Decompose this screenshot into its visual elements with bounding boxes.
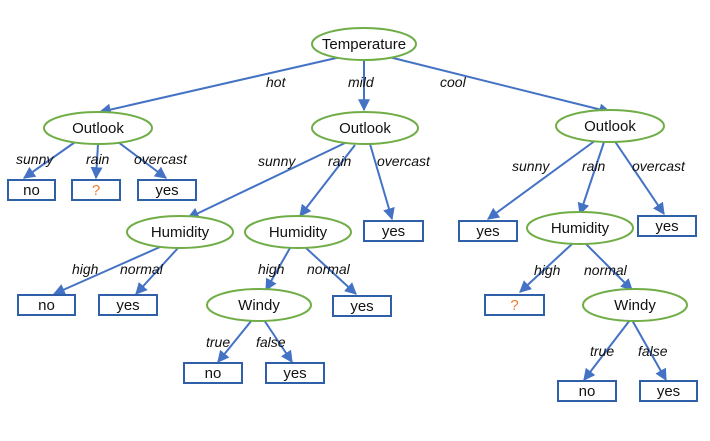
node-temperature: Temperature [311,27,417,61]
node-temperature-label: Temperature [322,36,406,53]
edge-cool-sunny [487,139,597,220]
edge-cool-overcast [613,139,665,215]
edge-label-hot-sunny: sunny [16,151,54,167]
leaf-mild-rain-normal-label: yes [350,298,373,315]
edge-label-cool-overcast: overcast [632,158,686,174]
edge-cool-windy-true [583,319,631,381]
node-outlook-cool-label: Outlook [584,118,636,135]
leaf-mild-windy-false: yes [265,362,325,384]
node-humidity-cool: Humidity [526,211,634,245]
node-windy-mild: Windy [206,288,312,322]
node-humidity-mild-rain: Humidity [244,215,352,249]
leaf-mild-sunny-high-label: no [38,297,55,314]
edge-label-cool: cool [440,74,467,90]
leaf-cool-windy-false: yes [639,380,698,402]
leaf-mild-overcast-label: yes [382,223,405,240]
edge-label-mild-rain-high: high [258,261,285,277]
edge-cool-windy-false [631,319,667,382]
leaf-hot-sunny-label: no [23,182,40,199]
edge-hot-sunny [23,139,79,179]
edge-mild-rain-high [265,247,291,292]
edge-label-cool-windy-false: false [638,343,668,359]
leaf-hot-rain: ? [71,179,121,201]
edge-cool-rain [577,141,605,216]
edge-label-mild-overcast: overcast [377,153,431,169]
leaf-mild-rain-normal: yes [332,295,392,317]
node-windy-mild-label: Windy [238,297,280,314]
node-outlook-cool: Outlook [555,109,665,143]
leaf-mild-sunny-normal: yes [98,294,158,316]
edge-mild-sunny [186,142,346,219]
node-outlook-mild-label: Outlook [339,120,391,137]
node-humidity-mild-sunny-label: Humidity [151,224,210,241]
edge-label-mild-sunny-high: high [72,261,99,277]
edge-label-mild-windy-false: false [256,334,286,350]
leaf-hot-overcast: yes [137,179,197,201]
leaves: no ? yes yes no yes yes no [7,179,698,402]
edge-label-mild: mild [348,74,375,90]
leaf-cool-sunny-label: yes [476,223,499,240]
edge-label-hot-rain: rain [86,151,110,167]
leaf-cool-windy-true-label: no [579,383,596,400]
node-windy-cool: Windy [582,288,688,322]
edge-label-mild-sunny-normal: normal [120,261,164,277]
node-humidity-mild-rain-label: Humidity [269,224,328,241]
node-windy-cool-label: Windy [614,297,656,314]
leaf-cool-sunny: yes [458,220,518,242]
edge-label-cool-normal: normal [584,262,628,278]
edge-cool-normal [585,243,633,291]
edge-label-mild-rain-normal: normal [307,261,351,277]
leaf-mild-sunny-high: no [17,294,76,316]
edge-label-mild-sunny: sunny [258,153,296,169]
node-outlook-hot: Outlook [43,111,153,145]
edge-label-cool-rain: rain [582,158,606,174]
edge-label-cool-windy-true: true [590,343,614,359]
edge-root-hot [98,55,346,116]
edge-label-mild-rain: rain [328,153,352,169]
edge-mild-overcast [369,143,395,221]
edge-label-cool-high: high [534,262,561,278]
edge-mild-windy-true [217,319,253,363]
edge-labels: hot mild cool sunny rain overcast sunny … [16,74,686,359]
leaf-cool-overcast-label: yes [655,218,678,235]
leaf-hot-rain-label: ? [92,182,100,199]
leaf-mild-overcast: yes [363,220,424,242]
edge-label-hot: hot [266,74,287,90]
edge-mild-rain [299,144,356,217]
edge-cool-high [519,243,573,293]
edge-mild-sunny-normal [135,247,179,295]
node-outlook-mild: Outlook [311,111,419,145]
node-outlook-hot-label: Outlook [72,120,124,137]
leaf-cool-windy-true: no [557,380,617,402]
edge-mild-windy-false [263,319,293,363]
node-humidity-cool-label: Humidity [551,220,610,237]
leaf-mild-windy-false-label: yes [283,365,306,382]
leaf-hot-sunny: no [7,179,56,201]
edge-label-hot-overcast: overcast [134,151,188,167]
edge-mild-rain-normal [305,247,357,295]
leaf-cool-windy-false-label: yes [657,383,680,400]
leaf-cool-overcast: yes [637,215,697,237]
leaf-hot-overcast-label: yes [155,182,178,199]
edge-hot-rain [90,143,103,180]
edges [23,55,667,382]
edge-label-mild-windy-true: true [206,334,230,350]
leaf-mild-windy-true-label: no [205,365,222,382]
leaf-mild-sunny-normal-label: yes [116,297,139,314]
edge-mild-sunny-high [52,246,161,296]
edge-root-cool [384,55,612,116]
leaf-mild-windy-true: no [183,362,243,384]
edge-hot-overcast [117,141,167,179]
edge-label-cool-sunny: sunny [512,158,550,174]
leaf-cool-high: ? [484,294,545,316]
leaf-cool-high-label: ? [510,297,518,314]
nodes: Temperature Outlook Outlook Outlook Humi… [43,27,688,322]
node-humidity-mild-sunny: Humidity [126,215,234,249]
